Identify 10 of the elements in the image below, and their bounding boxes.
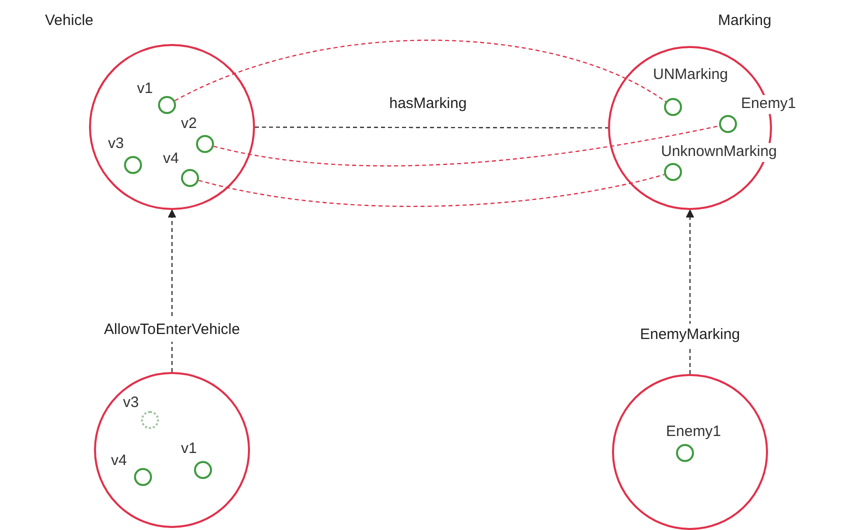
relation-arrow (168, 209, 176, 372)
set-label: Marking (718, 11, 772, 31)
set-label: Vehicle (45, 11, 94, 31)
instance-label: UnknownMarking (660, 143, 778, 162)
instance-label: Enemy1 (740, 95, 798, 114)
relation-arrow (686, 209, 694, 374)
mapping-line (198, 174, 665, 207)
instance-label: UNMarking (652, 66, 730, 85)
mapping-line (214, 125, 720, 166)
instance-label: Enemy1 (665, 423, 722, 442)
